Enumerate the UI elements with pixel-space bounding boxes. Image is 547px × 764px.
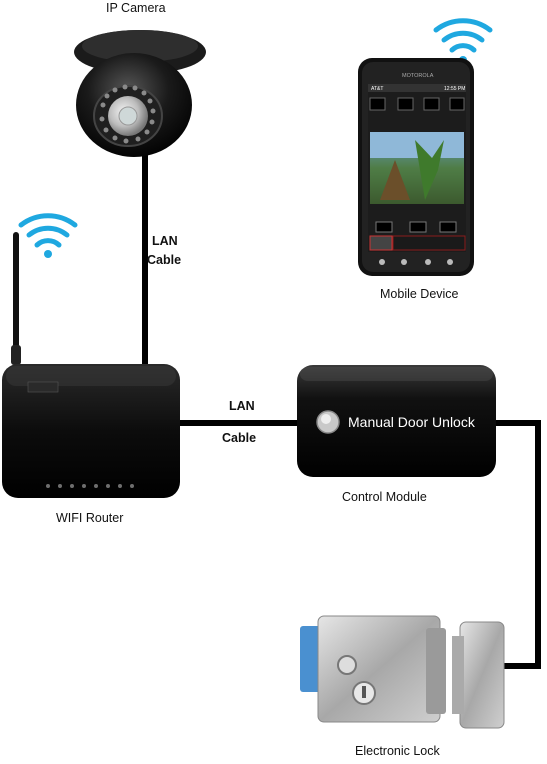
cable-label-line2: Cable xyxy=(147,253,182,267)
wifi-router xyxy=(2,232,180,498)
manual-unlock-button[interactable] xyxy=(316,410,340,434)
cable-module-lock xyxy=(495,420,541,669)
ip-camera-label: IP Camera xyxy=(106,1,166,15)
electronic-lock-label: Electronic Lock xyxy=(355,744,440,758)
phone-time: 12:55 PM xyxy=(444,86,465,92)
electronic-lock xyxy=(300,615,505,729)
ip-camera xyxy=(74,30,206,157)
mobile-phone: MOTOROLA AT&T 12:55 PM xyxy=(358,58,474,276)
manual-unlock-label: Manual Door Unlock xyxy=(348,414,475,430)
cable-label-line1: LAN xyxy=(229,399,255,413)
wifi-icon xyxy=(18,213,78,258)
wifi-icon xyxy=(433,18,493,64)
control-module-label: Control Module xyxy=(342,490,427,504)
cables xyxy=(142,150,541,669)
control-module xyxy=(297,365,496,477)
cable-label-line2: Cable xyxy=(222,431,257,445)
cable-label-line1: LAN xyxy=(152,234,178,248)
phone-brand: MOTOROLA xyxy=(402,73,434,79)
wifi-router-label: WIFI Router xyxy=(56,511,124,525)
phone-carrier: AT&T xyxy=(371,86,383,92)
mobile-device-label: Mobile Device xyxy=(380,287,459,301)
